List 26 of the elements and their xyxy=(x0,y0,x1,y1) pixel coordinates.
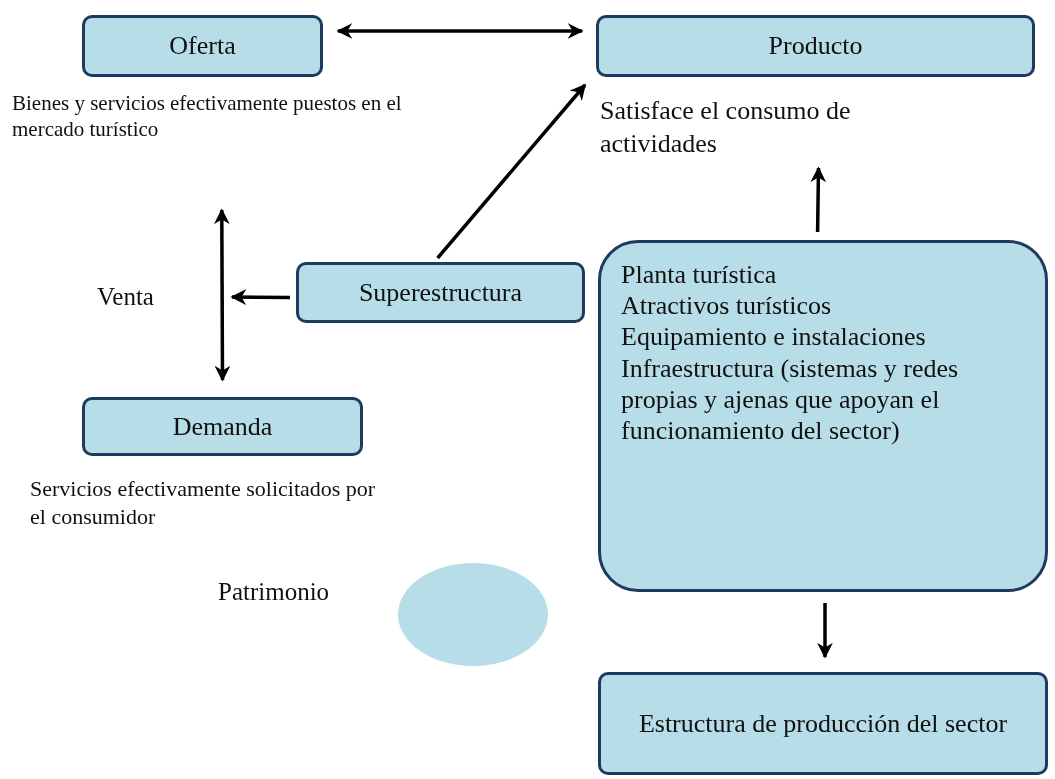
process-box xyxy=(82,15,323,77)
arrow xyxy=(810,166,827,233)
node-label: Superestructura xyxy=(357,276,524,309)
list-item-text: Atractivos turísticos xyxy=(621,290,832,322)
description-text: Satisface el consumo de actividades xyxy=(600,95,852,160)
arrow xyxy=(213,208,231,382)
annotation-text: Venta xyxy=(97,283,154,311)
process-box xyxy=(598,672,1048,775)
node-label: Demanda xyxy=(171,410,274,443)
description-text: Servicios efectivamente solicitados por el consumidor xyxy=(30,475,377,530)
process-box xyxy=(296,262,585,323)
arrow xyxy=(817,603,833,659)
process-box xyxy=(596,15,1035,77)
list-item-text: Equipamiento e instalaciones xyxy=(621,321,926,353)
node-label: Oferta xyxy=(168,30,237,62)
arrow xyxy=(230,289,290,305)
process-box xyxy=(598,240,1048,592)
arrow xyxy=(336,23,584,39)
list-item-text: Planta turística xyxy=(621,259,777,291)
arrow xyxy=(436,83,587,260)
node-caption: Patrimonio xyxy=(218,577,331,607)
process-box xyxy=(82,397,363,456)
node-label: Producto xyxy=(767,30,864,62)
description-text: Bienes y servicios efectivamente puestos en el mercado turístico xyxy=(12,90,403,143)
list-item-text: Infraestructura (sistemas y redes propias y ajenas que apoyan el funcionamiento del sector) xyxy=(621,352,960,447)
node-label: Estructura de producción del sector xyxy=(637,707,1009,740)
